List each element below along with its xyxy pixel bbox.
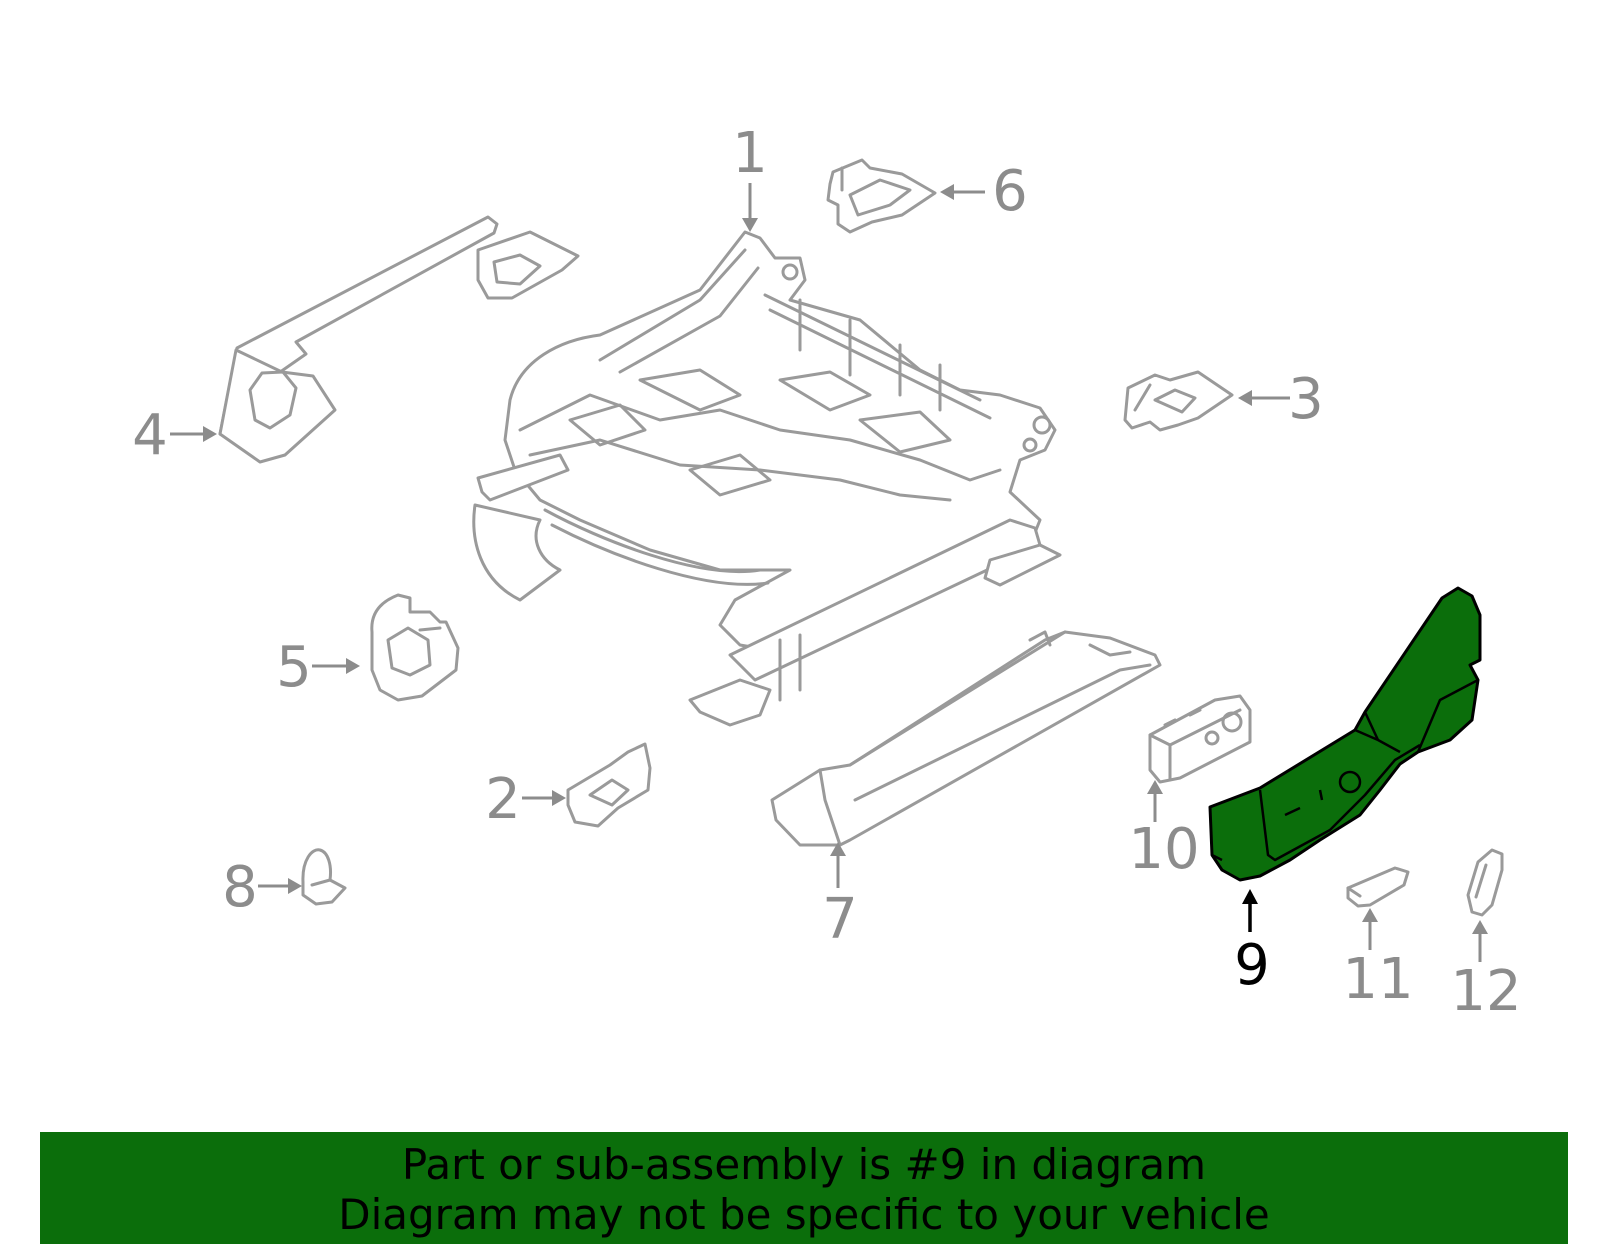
leader-arrows [170,183,1488,962]
banner-line-disclaimer: Diagram may not be specific to your vehi… [338,1190,1270,1239]
callout-11: 11 [1342,947,1413,1012]
info-banner: Part or sub-assembly is #9 in diagram Di… [40,1132,1568,1244]
callout-12: 12 [1450,959,1521,1024]
callout-8: 8 [222,855,258,920]
part-5-drawing [370,593,460,702]
part-12-drawing [1466,848,1504,917]
callout-1: 1 [732,121,768,186]
part-9-drawing [1208,586,1482,882]
banner-line-part: Part or sub-assembly is #9 in diagram [401,1140,1207,1189]
part-1-drawing [472,230,1062,727]
part-10-drawing [1148,694,1252,784]
callout-6: 6 [992,159,1028,224]
callout-3: 3 [1288,367,1324,432]
callout-10: 10 [1128,817,1199,882]
part-3-drawing [1123,370,1234,432]
callout-9: 9 [1234,933,1270,998]
callout-4: 4 [132,403,168,468]
part-8-drawing [301,848,347,906]
part-7-drawing [770,630,1162,847]
part-2-drawing [566,742,652,828]
callout-5: 5 [276,635,312,700]
part-6-drawing [826,158,937,234]
part-11-drawing [1346,866,1410,908]
part-4-drawing [218,215,580,464]
callout-2: 2 [485,767,521,832]
callout-7: 7 [822,887,858,952]
